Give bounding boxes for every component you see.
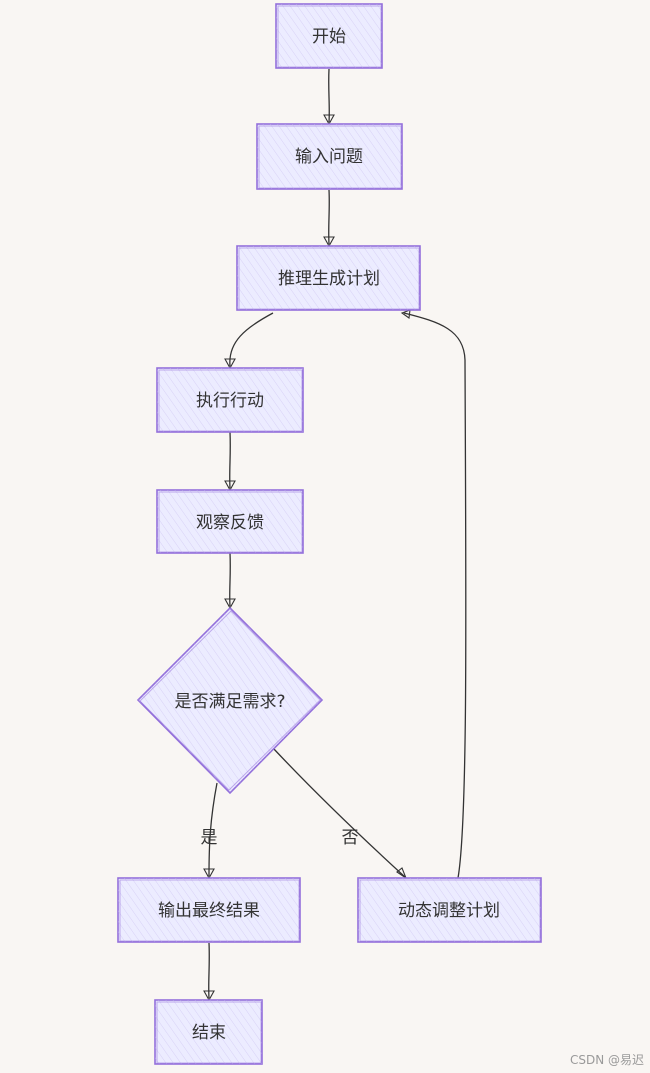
arrow-observe-decision [224, 598, 236, 610]
node-end-label: 结束 [192, 1023, 226, 1043]
node-start: 开始 [275, 3, 383, 69]
arrow-execute-observe [224, 480, 236, 492]
edge-decision-adjust [272, 747, 406, 878]
node-end: 结束 [154, 999, 263, 1065]
arrow-adjust-plan [400, 309, 411, 319]
arrow-decision-adjust [396, 867, 408, 880]
edge-label-yes: 是 [201, 828, 218, 848]
arrow-plan-execute [224, 358, 236, 370]
node-output: 输出最终结果 [117, 877, 301, 943]
node-execute: 执行行动 [156, 367, 304, 433]
edge-label-no: 否 [342, 828, 359, 848]
watermark: CSDN @易迟 [569, 1053, 644, 1067]
node-input-label: 输入问题 [295, 147, 363, 167]
node-output-label: 输出最终结果 [158, 901, 260, 921]
node-adjust: 动态调整计划 [357, 877, 542, 943]
node-plan: 推理生成计划 [236, 245, 421, 311]
node-input: 输入问题 [256, 123, 403, 190]
node-execute-label: 执行行动 [196, 391, 264, 411]
node-decision-label: 是否满足需求? [174, 692, 285, 712]
edge-execute-observe [229, 431, 231, 489]
node-decision: 是否满足需求? [136, 606, 324, 795]
edge-start-input [328, 68, 330, 123]
node-observe-label: 观察反馈 [196, 513, 264, 533]
edge-output-end [208, 942, 210, 999]
edge-adjust-plan [403, 312, 467, 879]
edge-plan-execute [229, 312, 274, 367]
arrow-output-end [203, 990, 215, 1002]
edge-input-plan [328, 189, 330, 245]
node-start-label: 开始 [312, 27, 346, 47]
edges [203, 68, 467, 1002]
node-adjust-label: 动态调整计划 [398, 901, 500, 921]
edge-observe-decision [229, 552, 231, 607]
node-observe: 观察反馈 [156, 489, 304, 554]
arrow-input-plan [323, 236, 335, 248]
node-plan-label: 推理生成计划 [278, 269, 380, 289]
edge-decision-output [208, 782, 218, 877]
arrow-start-input [323, 114, 335, 126]
arrow-decision-output [203, 868, 215, 880]
